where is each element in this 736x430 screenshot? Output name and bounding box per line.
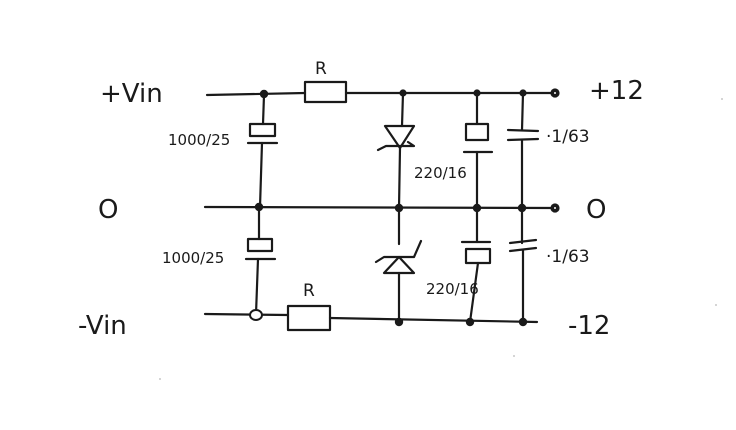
label-r-bottom: R: [303, 281, 315, 301]
label-gnd-in: O: [98, 195, 118, 225]
input-capacitor-top: [246, 93, 279, 209]
resistor-top: [303, 80, 348, 104]
label-c-in-bottom: 1000/25: [162, 249, 224, 267]
zener-diode-bottom: [374, 206, 423, 324]
label-c-out-bottom: 220/16: [426, 280, 479, 298]
label-pos-in: +Vin: [100, 79, 163, 109]
zener-diode-top: [376, 91, 416, 210]
top-rail: [205, 91, 557, 97]
decoupling-capacitor-bottom: [508, 206, 538, 324]
ground-rail: [203, 205, 557, 210]
label-c-dec-top: ·1/63: [546, 127, 590, 147]
label-r-top: R: [315, 59, 327, 79]
label-pos-out: +12: [589, 76, 644, 106]
output-capacitor-top: [462, 91, 494, 210]
paper-specks: [159, 98, 723, 380]
label-c-out-top: 220/16: [414, 164, 467, 182]
resistor-bottom: [286, 304, 332, 332]
output-capacitor-bottom: [460, 206, 492, 324]
label-neg-out: -12: [568, 311, 610, 341]
input-capacitor-bottom: [244, 205, 277, 316]
junctions: [254, 89, 528, 327]
bottom-rail: [203, 312, 539, 324]
input-terminal-neg: [249, 309, 263, 321]
label-c-in-top: 1000/25: [168, 131, 230, 149]
label-c-dec-bottom: ·1/63: [546, 247, 590, 267]
label-neg-in: -Vin: [78, 311, 127, 341]
decoupling-capacitor-top: [506, 91, 540, 210]
output-terminals: [550, 88, 560, 213]
label-gnd-out: O: [586, 195, 606, 225]
